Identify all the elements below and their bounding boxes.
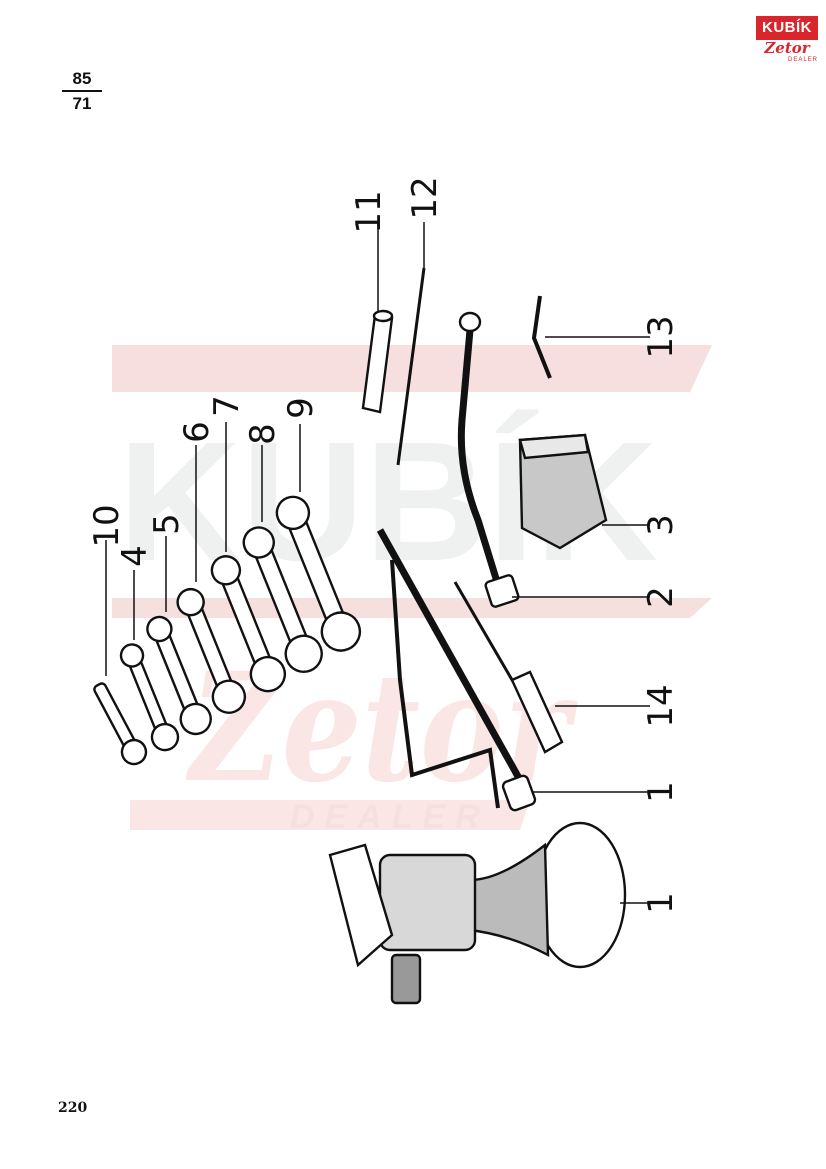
callout-labels: 1 1 14 2 3 13 12 11 9 8 7 6 5 4 10 [87,176,681,913]
callout-tool-bag: 3 [641,514,681,536]
wrench-8 [242,526,323,673]
wrench-4 [119,643,180,752]
logo-brand: KUBÍK [756,16,818,40]
hex-key [531,295,552,379]
callout-screwdriver: 14 [641,684,681,727]
callout-wrench-7: 7 [207,395,247,417]
figure-denominator: 71 [72,94,92,113]
callout-tommy-bar: 12 [405,176,445,219]
callout-hex-key: 13 [641,315,681,358]
wheel-brace [457,311,520,608]
page-number: 220 [58,1100,88,1116]
figure-numerator: 85 [62,68,102,92]
box-spanner [361,309,394,414]
tommy-bar [396,267,426,466]
wrench-5 [146,615,212,736]
callout-wrench-9: 9 [281,397,321,419]
callout-wrench-10: 10 [87,504,127,547]
figure-reference: 85 71 [62,68,102,116]
callout-wrench-4: 4 [115,545,155,567]
screwdriver [453,581,564,754]
callout-jack-handle: 1 [641,781,681,803]
callout-wheel-brace: 2 [641,586,681,608]
wrench-7 [210,555,287,693]
logo-tagline: DEALER [787,57,818,63]
leader-lines [105,222,650,904]
jack-handle [376,528,537,812]
callout-wrench-8: 8 [243,423,283,445]
tool-bag [518,433,608,550]
watermark-tagline: DEALER [290,798,490,836]
callout-wrench-6: 6 [177,421,217,443]
callout-wrench-5: 5 [147,513,187,535]
wrench-6 [176,587,247,714]
open-end-wrenches [93,495,362,766]
lifting-jack [328,821,627,1005]
callout-jack: 1 [641,892,681,914]
logo-sub-brand: Zetor [764,39,810,57]
dealer-logo: KUBÍK Zetor DEALER [756,16,818,70]
wrench-10 [93,682,148,766]
callout-box-spanner: 11 [349,190,389,233]
wrench-9 [275,495,362,652]
